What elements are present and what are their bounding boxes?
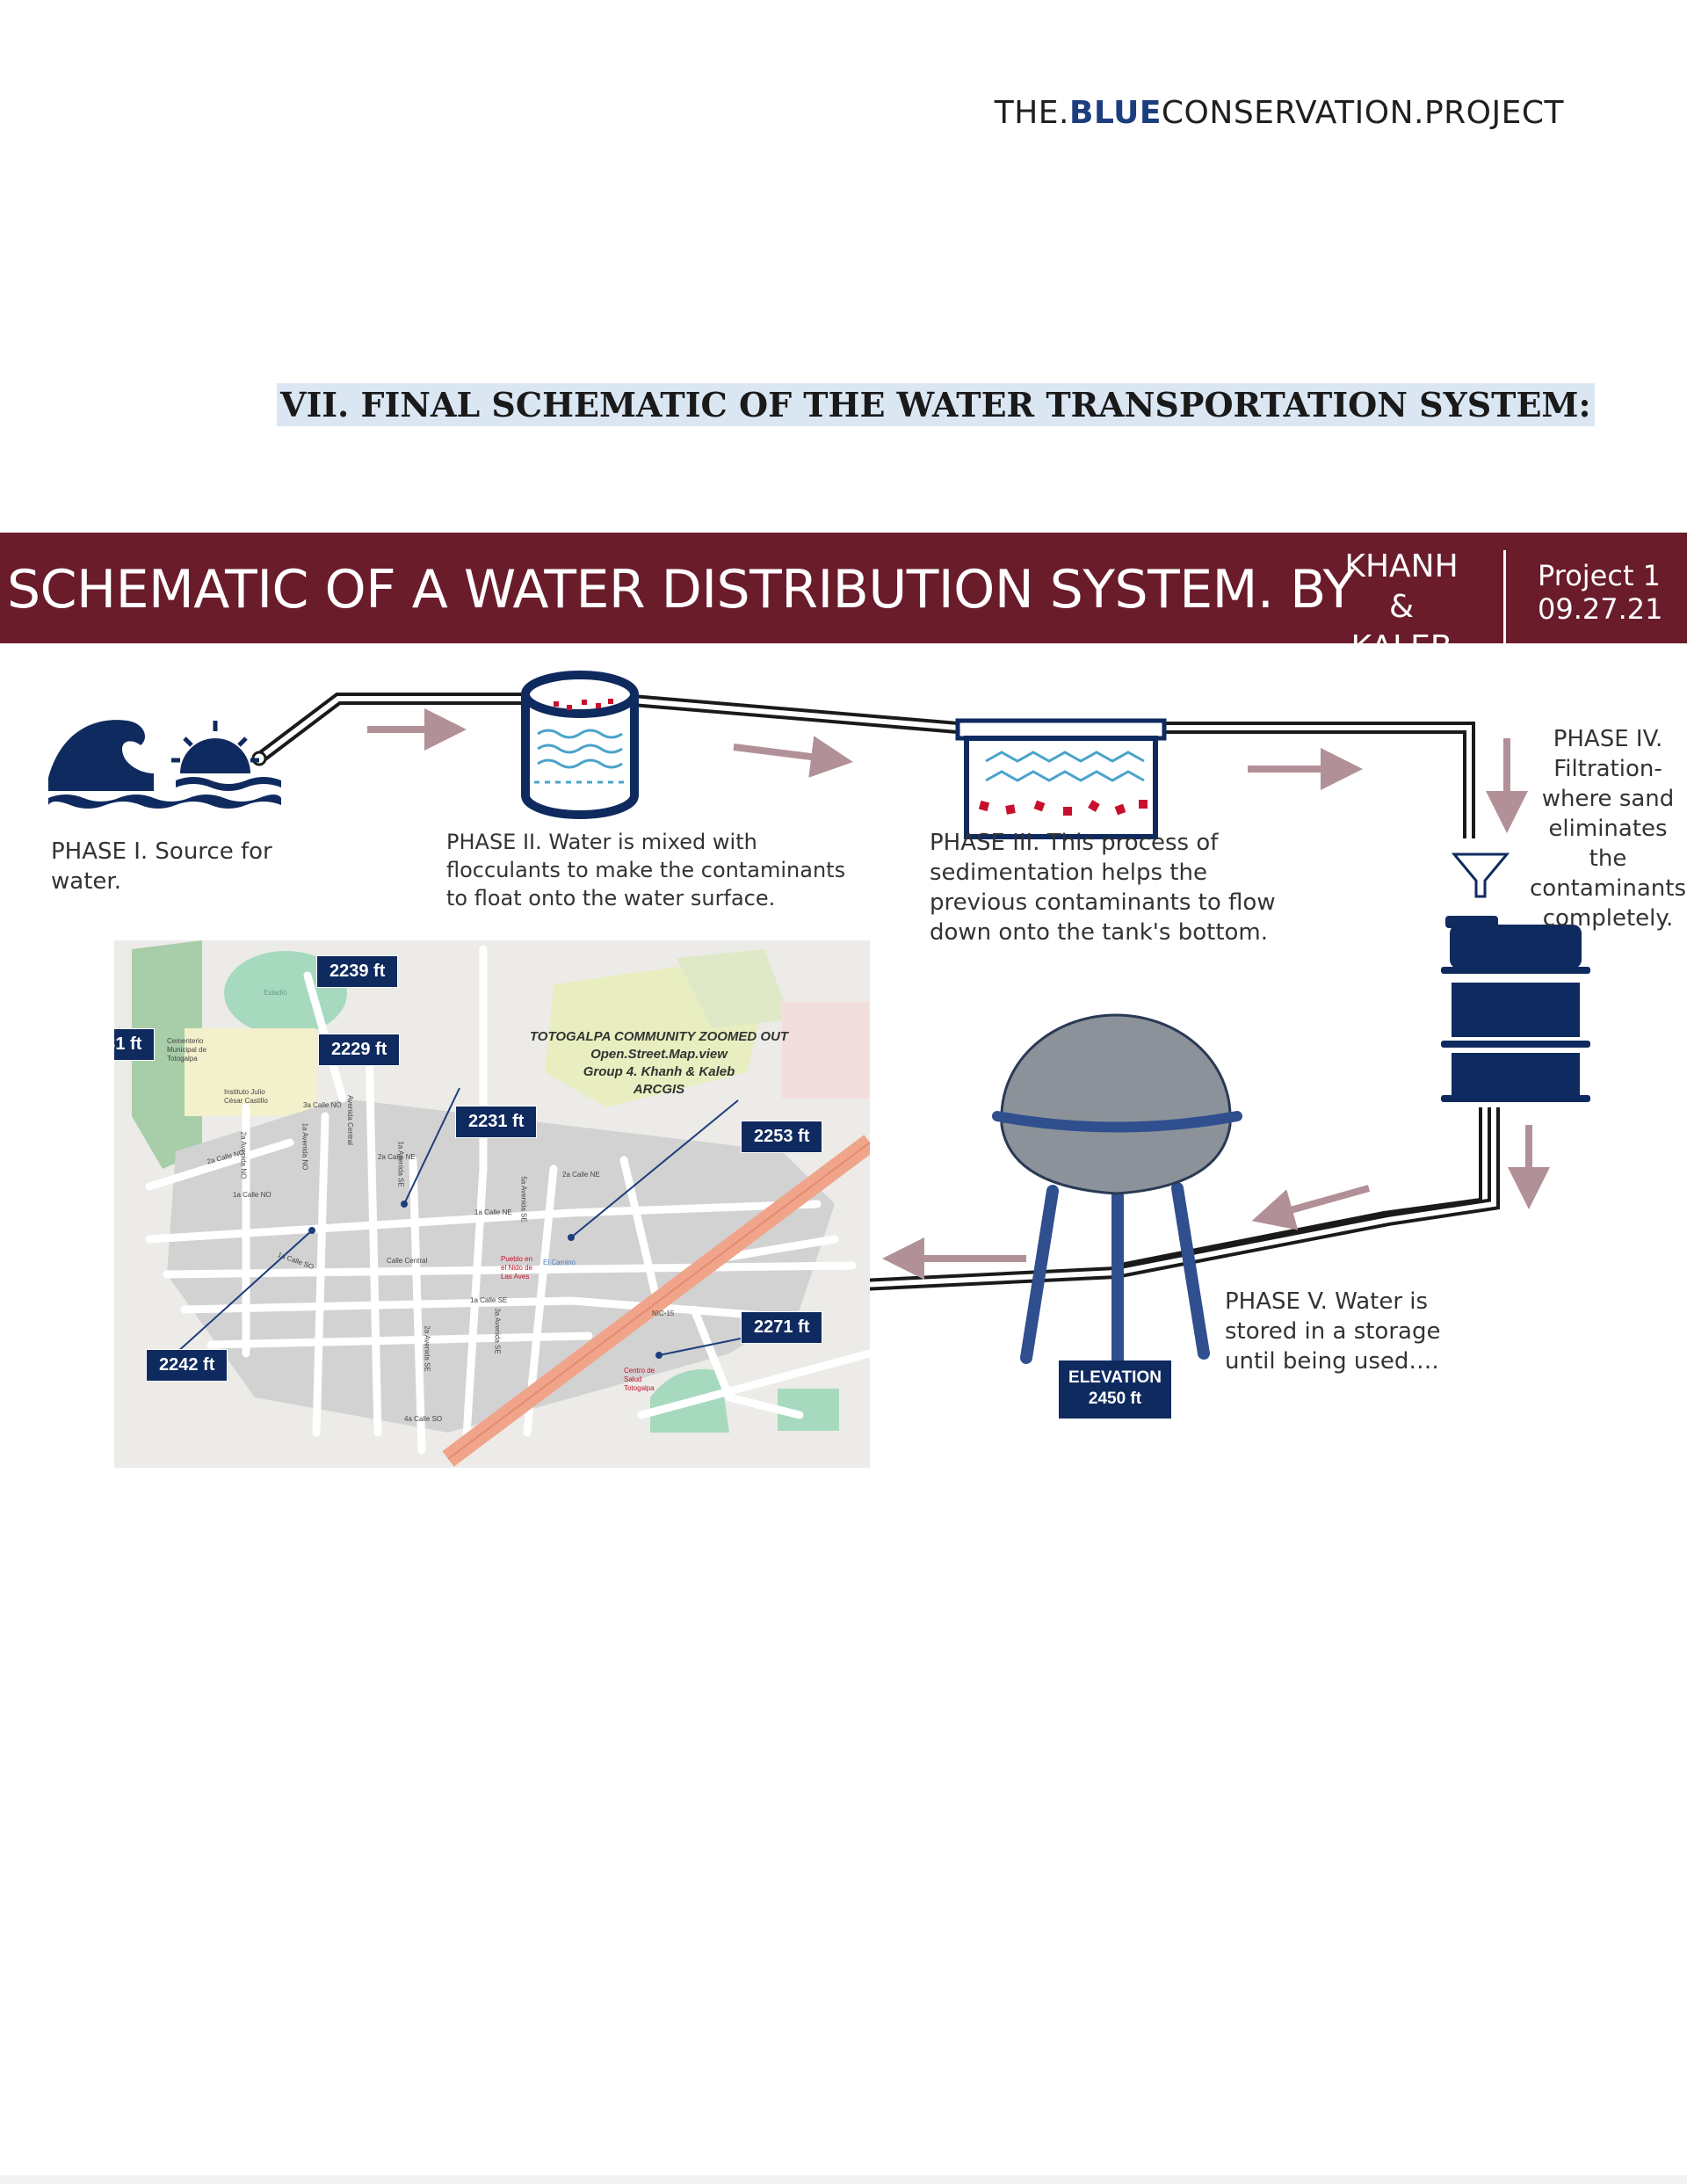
phase5-line1: PHASE V. Water is: [1225, 1288, 1429, 1315]
logo-suffix: CONSERVATION.PROJECT: [1161, 95, 1564, 131]
tower-elevation-label: ELEVATION 2450 ft: [1059, 1360, 1171, 1419]
street-label: Cementerio Municipal de Totogalpa: [167, 1037, 206, 1063]
ocean-icon: [48, 720, 281, 809]
phase5-line3: until being used….: [1225, 1348, 1439, 1375]
phase4-line3: where sand: [1541, 786, 1675, 812]
phase5-caption: PHASE V. Water is stored in a storage un…: [1225, 1287, 1440, 1376]
map-note-line2: Open.Street.Map.view: [590, 1047, 728, 1062]
phase1-line1: PHASE I. Source for: [51, 838, 272, 865]
phase2-line1: PHASE II. Water is mixed with: [446, 830, 757, 854]
phase3-caption: PHASE III. This process of sedimentation…: [930, 828, 1276, 947]
phase1-line2: water.: [51, 868, 121, 895]
schematic-banner: SCHEMATIC OF A WATER DISTRIBUTION SYSTEM…: [0, 533, 1687, 665]
street-label: 3a Calle NO: [303, 1101, 342, 1109]
map-note: TOTOGALPA COMMUNITY ZOOMED OUT Open.Stre…: [527, 1028, 791, 1099]
phase5-line2: stored in a storage: [1225, 1318, 1441, 1345]
map-note-line3: Group 4. Khanh & Kaleb: [583, 1064, 735, 1079]
phase2-line2: flocculants to make the contaminants: [446, 858, 846, 882]
phase3-line1: PHASE III. This process of: [930, 830, 1219, 856]
filter-funnel-icon: [1451, 853, 1510, 898]
street-label: Instituto Julio César Castillo: [224, 1088, 268, 1105]
community-map: TOTOGALPA COMMUNITY ZOOMED OUT Open.Stre…: [114, 940, 870, 1468]
water-tower-icon: [992, 1013, 1242, 1368]
phase2-line3: to float onto the water surface.: [446, 886, 776, 911]
street-label: 2a Calle NE: [378, 1153, 416, 1161]
street-label: Estadio: [264, 989, 287, 997]
banner-project: Project 1 09.27.21: [1538, 559, 1663, 626]
elevation-label: 2231 ft: [114, 1028, 156, 1061]
phase3-line4: down onto the tank's bottom.: [930, 919, 1269, 946]
phase4-line2: Filtration-: [1553, 756, 1662, 782]
elevation-label: 2242 ft: [146, 1349, 228, 1382]
street-label: NIC-15: [652, 1310, 675, 1317]
street-label: Pueblo en el Nido de Las Aves: [501, 1255, 533, 1281]
map-graphic: [132, 940, 870, 1467]
tower-label-line2: 2450 ft: [1088, 1389, 1142, 1408]
flocculation-tank-icon: [521, 671, 639, 819]
section-title: VII. FINAL SCHEMATIC OF THE WATER TRANSP…: [277, 383, 1595, 426]
banner-author-line2: & KALEB: [1350, 589, 1452, 665]
phase4-line5: contaminants: [1530, 875, 1686, 902]
street-label: Calle Central: [387, 1257, 428, 1265]
street-label: 4a Calle SO: [404, 1415, 443, 1423]
phase1-caption: PHASE I. Source for water.: [51, 837, 272, 896]
street-labels: 3a Calle NO 2a Calle NO 1a Calle NO 2a C…: [114, 940, 870, 1468]
elevation-label: 2229 ft: [318, 1034, 401, 1066]
phase4-line4: eliminates the: [1548, 816, 1668, 872]
storage-drum-icon: [1441, 916, 1590, 1102]
phase4-caption: PHASE IV. Filtration- where sand elimina…: [1529, 724, 1687, 933]
tower-label-line1: ELEVATION: [1068, 1368, 1162, 1387]
elevation-pointers: [175, 1087, 742, 1359]
pipe-network: [255, 693, 1500, 1291]
banner-project-line2: 09.27.21: [1538, 592, 1663, 626]
street-label: Centro de Salud Totogalpa: [624, 1367, 655, 1392]
phase4-line1: PHASE IV.: [1553, 726, 1663, 752]
logo-highlight: BLUE: [1069, 95, 1162, 131]
page-footer-band: [0, 2175, 1687, 2184]
flow-arrows: [367, 708, 1550, 1280]
banner-divider: [1503, 550, 1506, 649]
schematic-diagram: [48, 671, 1590, 1368]
banner-author-line1: KHANH: [1344, 548, 1459, 584]
map-note-line1: TOTOGALPA COMMUNITY ZOOMED OUT: [529, 1029, 789, 1044]
banner-project-line1: Project 1: [1538, 559, 1662, 592]
brand-logo: THE.BLUECONSERVATION.PROJECT: [995, 95, 1564, 131]
phase3-line3: previous contaminants to flow: [930, 889, 1276, 916]
banner-title: SCHEMATIC OF A WATER DISTRIBUTION SYSTEM…: [7, 559, 1355, 620]
elevation-label: 2231 ft: [455, 1106, 538, 1138]
elevation-label: 2253 ft: [741, 1121, 823, 1153]
street-label: 1a Calle SE: [470, 1296, 508, 1304]
street-label: 1a Calle NO: [233, 1191, 272, 1199]
banner-authors: KHANH & KALEB: [1336, 547, 1467, 668]
elevation-label: 2239 ft: [316, 955, 399, 988]
street-label: El Camino: [543, 1259, 576, 1266]
sedimentation-tank-icon: [955, 718, 1167, 839]
phase3-line2: sedimentation helps the: [930, 860, 1207, 886]
phase4-line6: completely.: [1542, 905, 1674, 932]
logo-prefix: THE.: [994, 95, 1069, 131]
street-label: 2a Calle NE: [562, 1171, 600, 1179]
phase2-caption: PHASE II. Water is mixed with flocculant…: [446, 828, 845, 912]
street-label: 1a Calle NE: [474, 1208, 512, 1216]
elevation-label: 2271 ft: [741, 1311, 823, 1344]
map-note-line4: ARCGIS: [633, 1082, 685, 1097]
